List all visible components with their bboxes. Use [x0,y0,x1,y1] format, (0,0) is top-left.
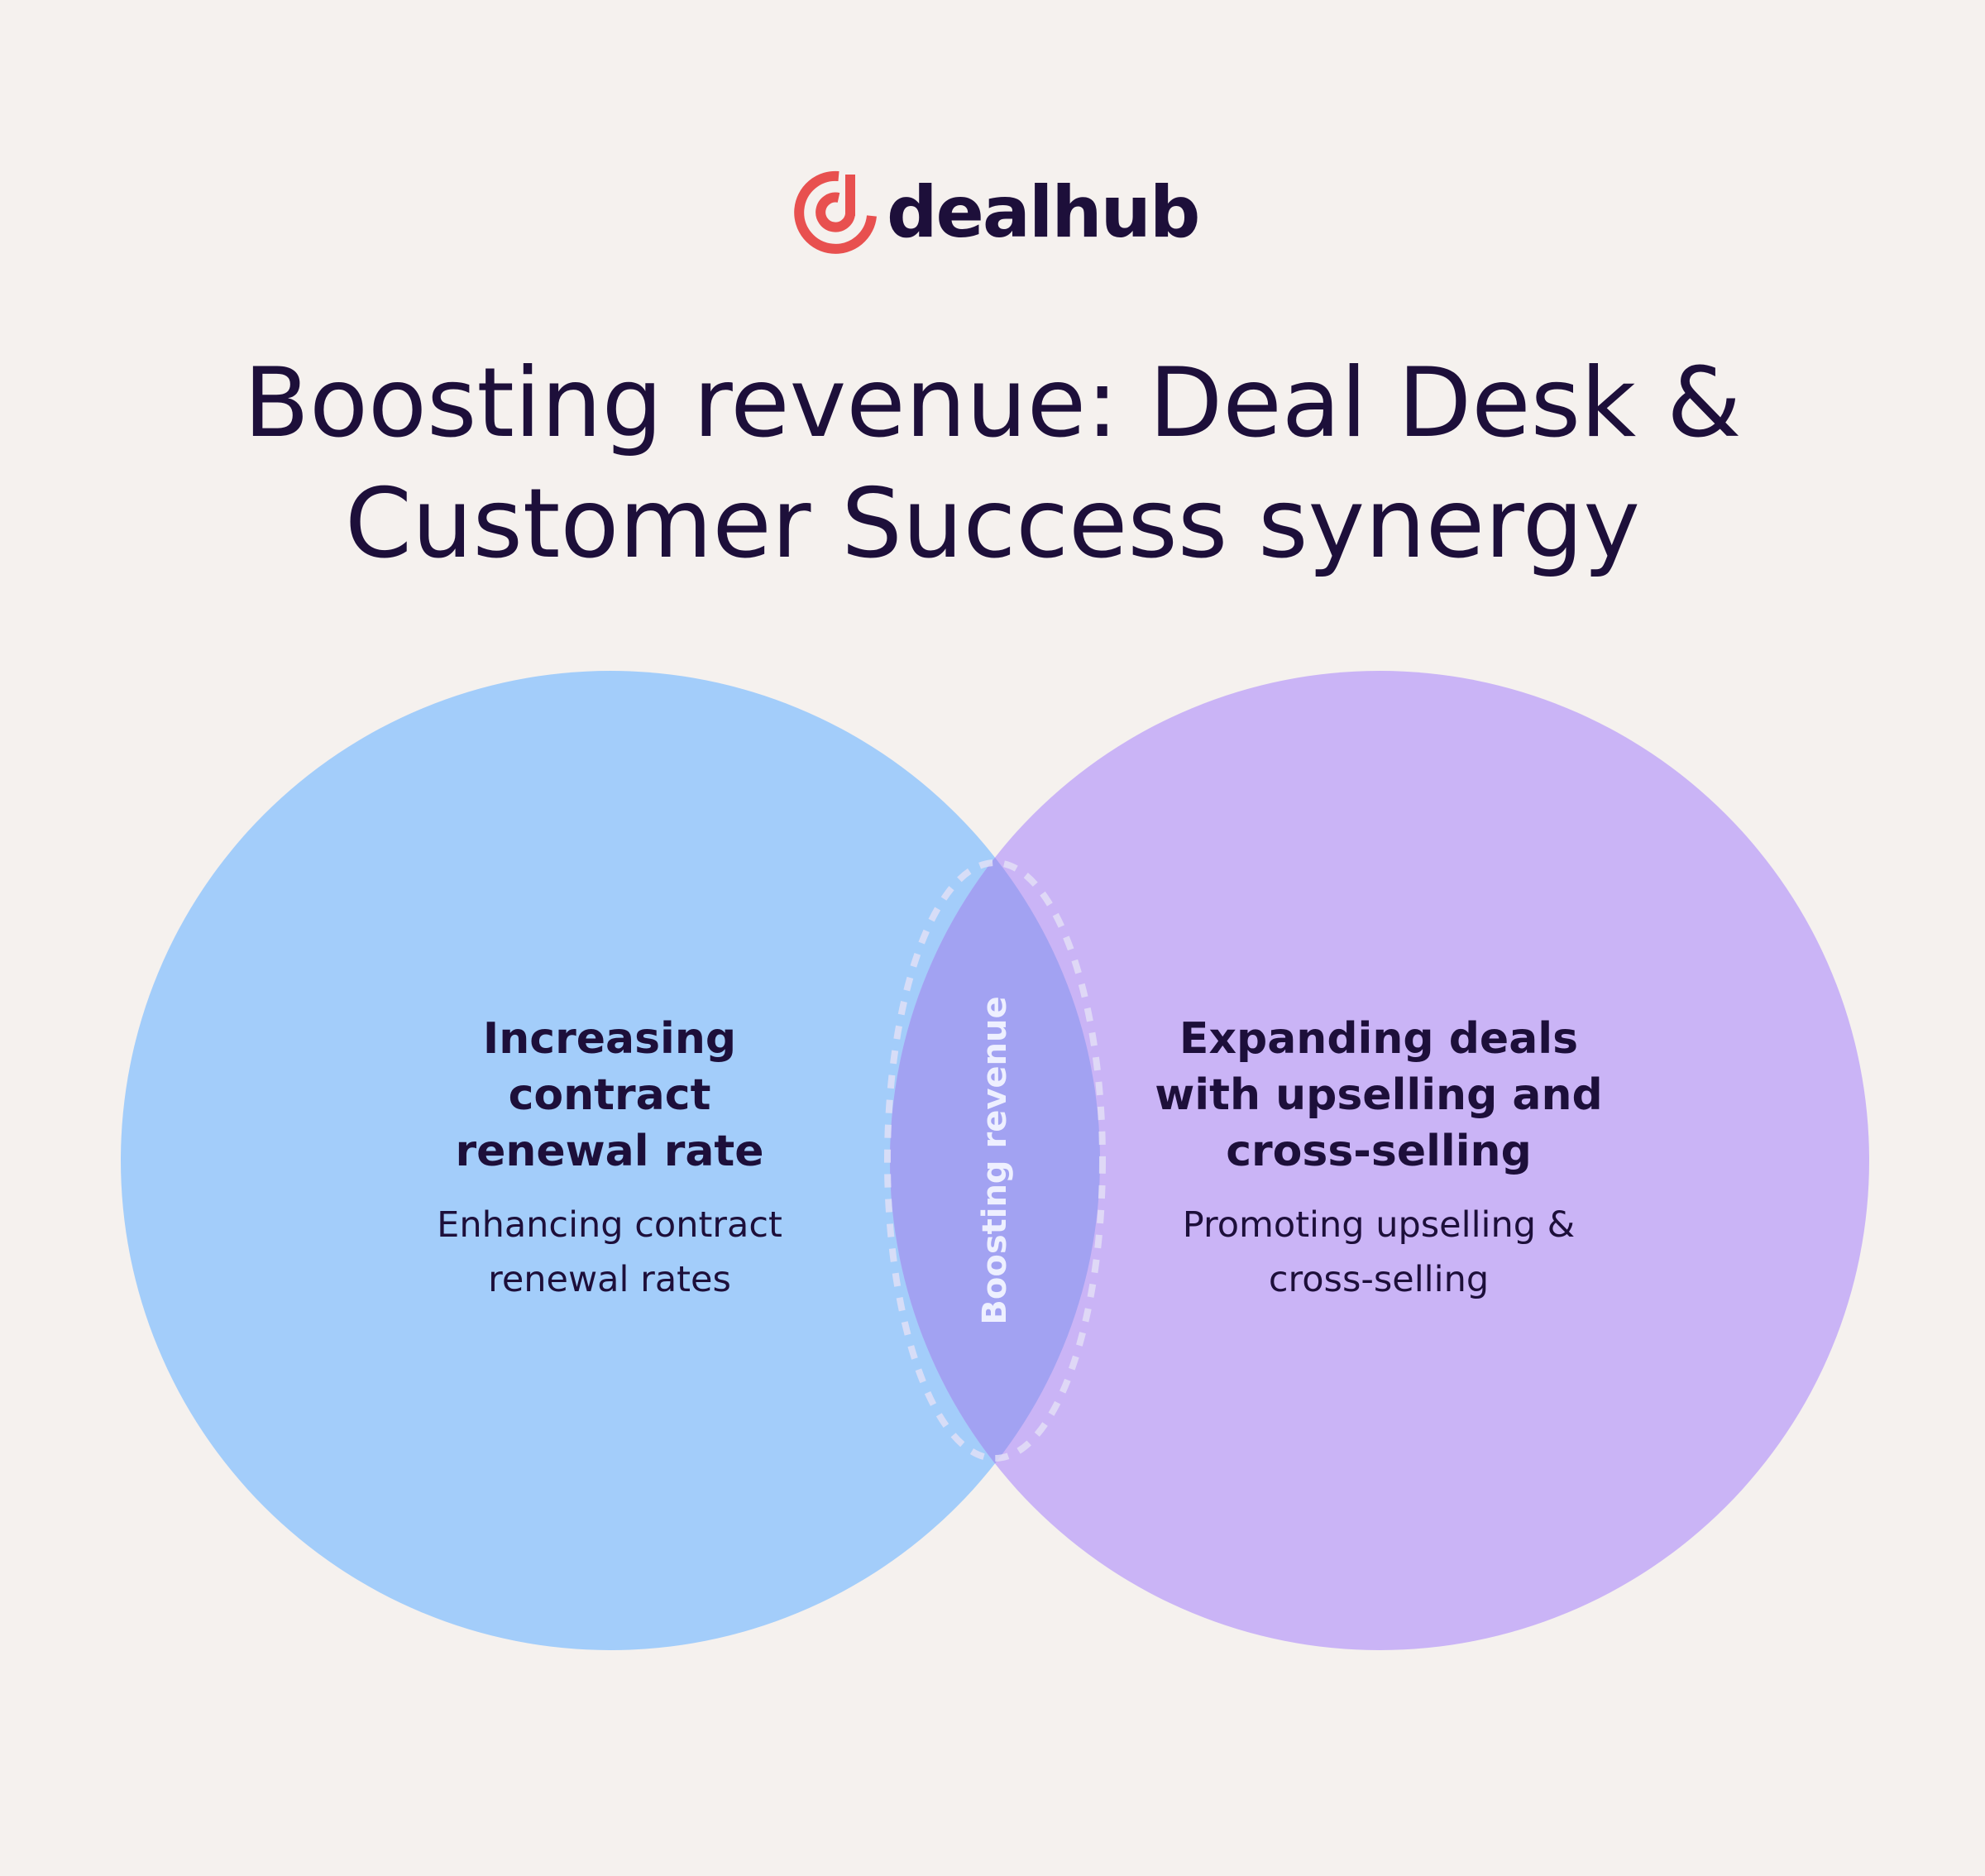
left-set-description: Enhancing contract renewal rates [437,1204,782,1300]
right-set-title: Expanding deals with upselling and cross… [1155,1014,1603,1176]
page-title: Boosting revenue: Deal Desk & Customer S… [0,343,1985,585]
title-line-1: Boosting revenue: Deal Desk & [243,347,1742,459]
venn-right-set: Expanding deals with upselling and cross… [1131,1011,1627,1307]
dealhub-logo: dealhub [792,167,1200,258]
intersection-dashed-outline [884,859,1106,1462]
venn-circle-left [121,671,1100,1650]
dealhub-d-icon [794,170,877,254]
venn-circle-right [890,671,1869,1650]
logo-wordmark: dealhub [887,171,1200,254]
venn-left-set: Increasing contract renewal rate Enhanci… [361,1011,858,1307]
title-line-2: Customer Success synergy [344,468,1641,580]
intersection-label: Boosting revenue [976,996,1014,1325]
left-set-title: Increasing contract renewal rate [455,1014,764,1176]
right-set-description: Promoting upselling & cross-selling [1182,1204,1576,1300]
